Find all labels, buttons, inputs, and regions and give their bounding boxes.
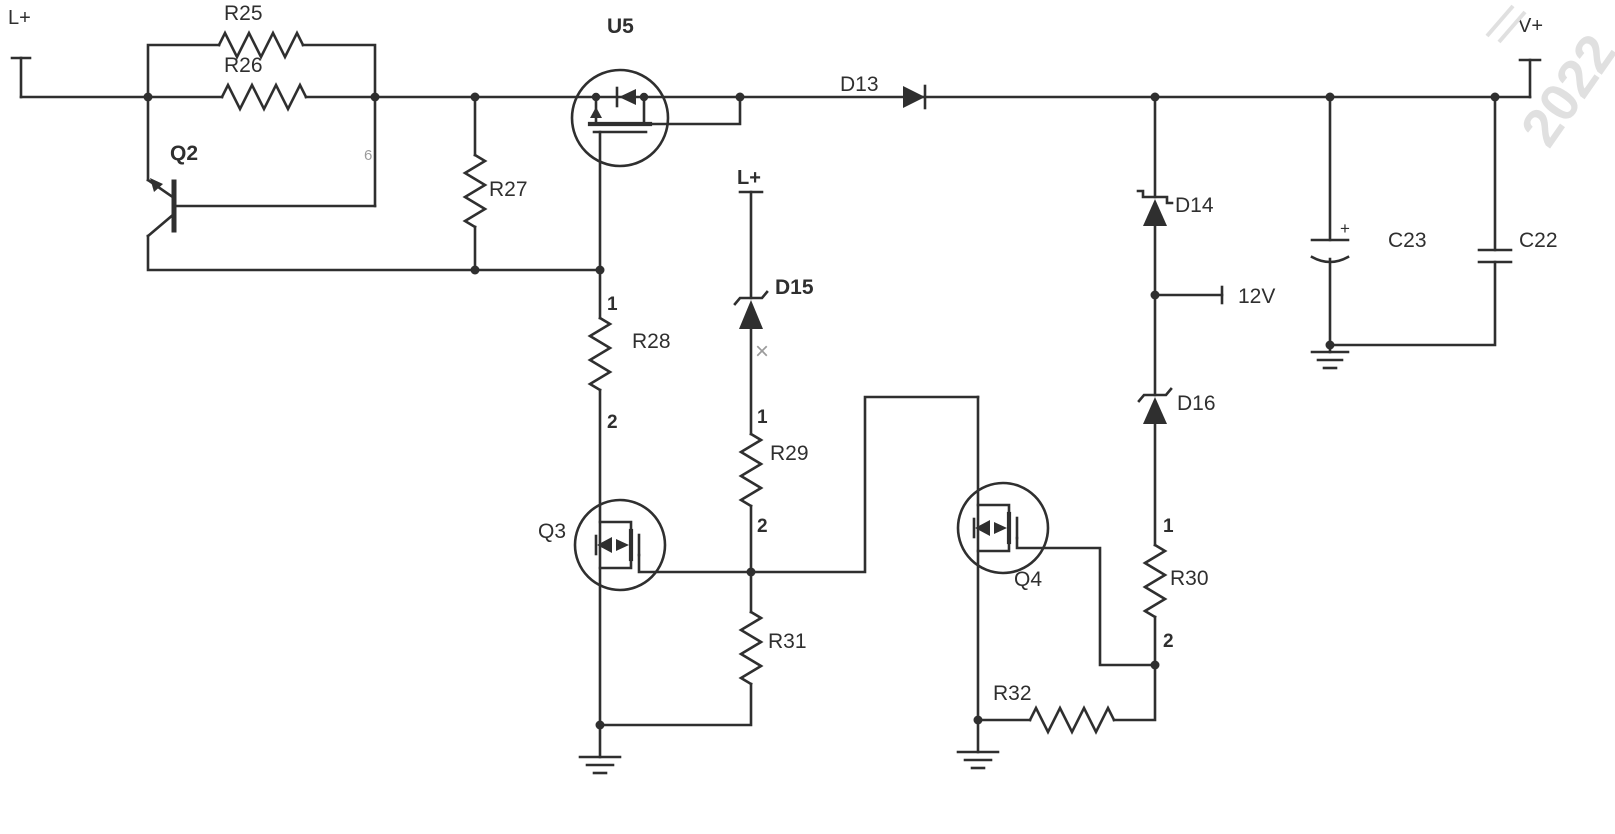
stray-mark: 6 [364, 147, 372, 164]
label-d14: D14 [1175, 194, 1214, 217]
label-l-plus-mid: L+ [737, 167, 761, 189]
label-r28: R28 [632, 330, 671, 353]
label-r27: R27 [489, 178, 528, 201]
label-r31: R31 [768, 630, 807, 653]
label-r28-pin2: 2 [607, 412, 618, 433]
label-q2: Q2 [170, 142, 198, 165]
label-c22: C22 [1519, 229, 1558, 252]
label-r29-pin2: 2 [757, 516, 768, 537]
component-q4 [956, 481, 1050, 575]
component-r28 [587, 316, 613, 392]
label-r30-pin1: 1 [1163, 516, 1174, 537]
component-q2 [150, 178, 177, 233]
component-c23 [1310, 238, 1350, 264]
defect-cross-mark: × [755, 338, 769, 365]
watermark-text: 2022 [1510, 24, 1615, 157]
component-r26 [220, 82, 308, 112]
component-r30 [1142, 543, 1168, 619]
label-d13: D13 [840, 73, 879, 96]
label-u5: U5 [607, 15, 634, 38]
label-r28-pin1: 1 [607, 294, 618, 315]
ground-symbol-q3 [578, 723, 622, 775]
label-r25: R25 [224, 2, 263, 25]
label-q4: Q4 [1014, 568, 1042, 591]
label-r30-pin2: 2 [1163, 631, 1174, 652]
component-c22 [1477, 248, 1513, 264]
label-12v: 12V [1238, 285, 1275, 308]
ground-symbol-q4 [956, 718, 1000, 770]
component-r31 [738, 610, 764, 686]
label-r29-pin1: 1 [757, 407, 768, 428]
component-r25 [217, 30, 305, 60]
label-r26: R26 [224, 54, 263, 77]
label-v-plus: V+ [1518, 15, 1543, 37]
label-r30: R30 [1170, 567, 1209, 590]
watermark: 2022 [1485, 4, 1615, 157]
component-q3 [573, 498, 667, 592]
component-u5 [570, 68, 670, 168]
component-r29 [738, 432, 764, 508]
label-q3: Q3 [538, 520, 566, 543]
label-r32: R32 [993, 682, 1032, 705]
component-d13 [903, 84, 927, 110]
wiring [10, 43, 1542, 727]
label-d15: D15 [775, 276, 814, 299]
component-r32 [1028, 705, 1116, 735]
label-c23-plus: + [1340, 219, 1350, 238]
label-l-plus-top: L+ [8, 7, 31, 29]
label-c23: C23 [1388, 229, 1427, 252]
component-d16 [1137, 387, 1173, 424]
label-d16: D16 [1177, 392, 1216, 415]
component-r27 [462, 153, 488, 229]
junction-dots [143, 92, 1500, 730]
label-r29: R29 [770, 442, 809, 465]
component-d14 [1136, 189, 1174, 226]
component-d15 [733, 290, 769, 329]
